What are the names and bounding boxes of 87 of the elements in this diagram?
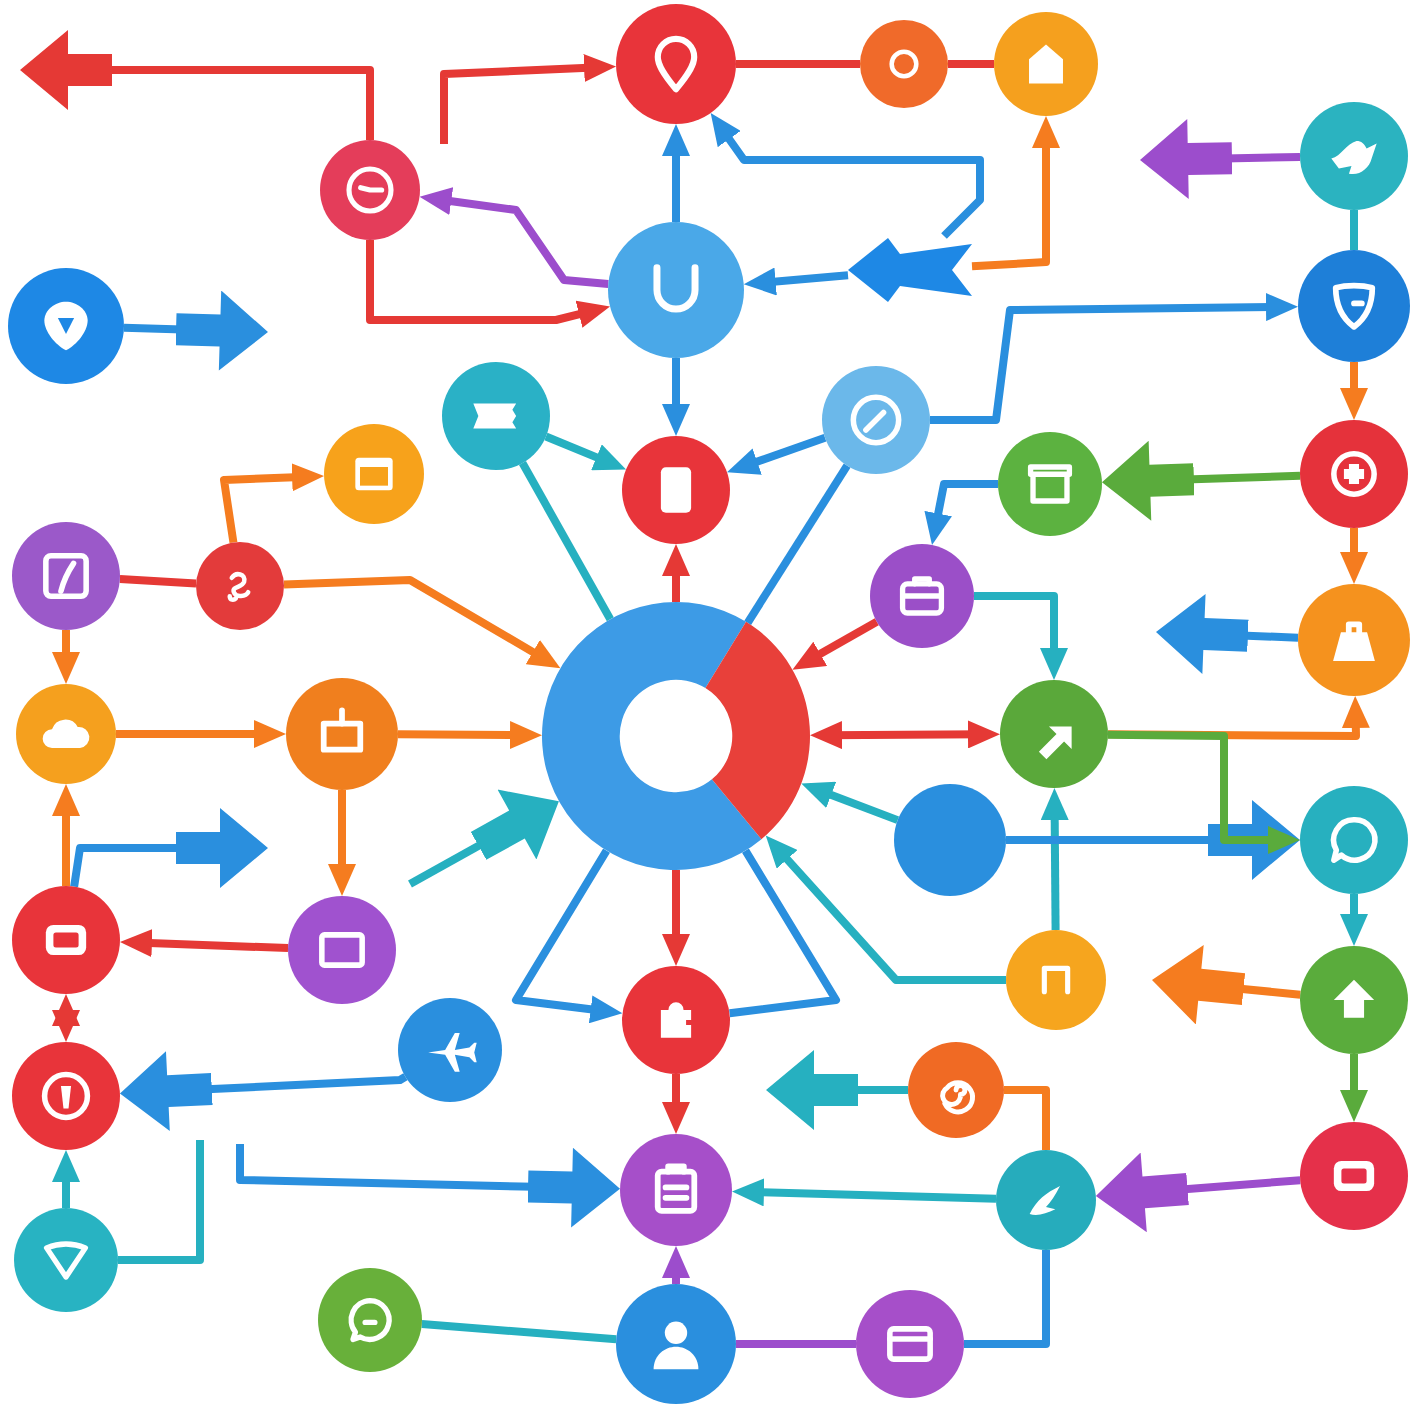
- arrow: [732, 1178, 997, 1207]
- arrow: [1340, 362, 1368, 420]
- arrow-shape: [848, 236, 972, 304]
- connector-line: [736, 1340, 856, 1348]
- arrow: [971, 116, 1060, 271]
- arrow: [52, 784, 80, 886]
- connector-line: [119, 575, 197, 588]
- arrow: [52, 1150, 80, 1208]
- connector-line: [729, 848, 840, 1018]
- cloud-icon: [16, 684, 116, 784]
- donut-chart: [542, 602, 810, 870]
- arrow: [419, 187, 609, 288]
- arrow: [801, 781, 900, 824]
- arrow: [1340, 894, 1368, 946]
- arrow: [662, 358, 690, 436]
- arrow: [662, 124, 690, 222]
- medical-cross-icon: [1300, 420, 1408, 528]
- edit-icon: [12, 522, 120, 630]
- arrow: [116, 720, 286, 748]
- weight-icon: [1298, 584, 1410, 696]
- connector-line: [1004, 1086, 1050, 1150]
- window-icon: [856, 1290, 964, 1398]
- info-icon: [12, 1042, 120, 1150]
- circle-icon: [894, 784, 1006, 896]
- connector-line: [421, 1320, 617, 1344]
- connector-line: [744, 463, 851, 625]
- ring-icon: [860, 20, 948, 108]
- arrow: [810, 720, 1000, 750]
- gauge-icon: [822, 366, 930, 474]
- spiral-icon: [908, 1042, 1004, 1138]
- chat-bubble-icon: [1300, 786, 1408, 894]
- arrow: [765, 835, 1006, 984]
- connector-line: [948, 60, 994, 68]
- arrow: [662, 1246, 690, 1284]
- connector-line: [1350, 210, 1358, 250]
- arrow: [1340, 1054, 1368, 1122]
- chat-bubble-icon: [318, 1268, 422, 1372]
- arrow: [52, 630, 80, 684]
- leaf-icon: [1300, 102, 1408, 210]
- document-icon: [622, 436, 730, 544]
- clock-icon: [320, 140, 420, 240]
- cup-icon: [608, 222, 744, 358]
- puzzle-icon: [622, 966, 730, 1074]
- connector-line: [519, 461, 614, 622]
- arrow: [544, 432, 627, 471]
- arrow: [792, 618, 879, 670]
- easel-icon: [286, 678, 398, 790]
- bracket-icon: [1006, 930, 1106, 1030]
- person-icon: [616, 1284, 736, 1404]
- arrow: [924, 480, 998, 545]
- house-icon: [994, 12, 1098, 116]
- airplane-icon: [398, 998, 502, 1102]
- arrow: [743, 267, 849, 296]
- shield-icon: [8, 268, 124, 384]
- arrow: [220, 463, 325, 544]
- clipboard-icon: [620, 1134, 732, 1246]
- monitor-icon: [288, 896, 396, 1004]
- briefcase-icon: [870, 544, 974, 648]
- arrow: [726, 434, 827, 475]
- arrow: [366, 240, 611, 328]
- connector-line: [964, 1250, 1050, 1348]
- arrow: [398, 721, 542, 749]
- arrow: [710, 112, 984, 239]
- box-icon: [998, 432, 1102, 536]
- arrow: [328, 790, 356, 896]
- arrow: [440, 53, 617, 144]
- ticket-icon: [442, 362, 550, 470]
- gem-icon: [14, 1208, 118, 1312]
- arrow: [662, 544, 690, 602]
- connector-line: [736, 60, 860, 68]
- window-icon: [324, 424, 424, 524]
- bird-icon: [996, 1150, 1096, 1250]
- squiggle-icon: [196, 542, 284, 630]
- location-pin-icon: [616, 4, 736, 124]
- arrow: [1040, 788, 1069, 931]
- arrow: [974, 592, 1068, 680]
- connector-line: [118, 1140, 204, 1264]
- shield-icon: [1298, 250, 1410, 362]
- arrow: [1340, 528, 1368, 584]
- arrow: [930, 293, 1298, 424]
- arrow: [662, 1074, 690, 1134]
- arrow: [662, 870, 690, 966]
- arrow: [512, 848, 623, 1024]
- arrow: [119, 929, 289, 958]
- arrow: [283, 576, 561, 669]
- arrow: [1107, 730, 1300, 854]
- arrow: [52, 994, 80, 1042]
